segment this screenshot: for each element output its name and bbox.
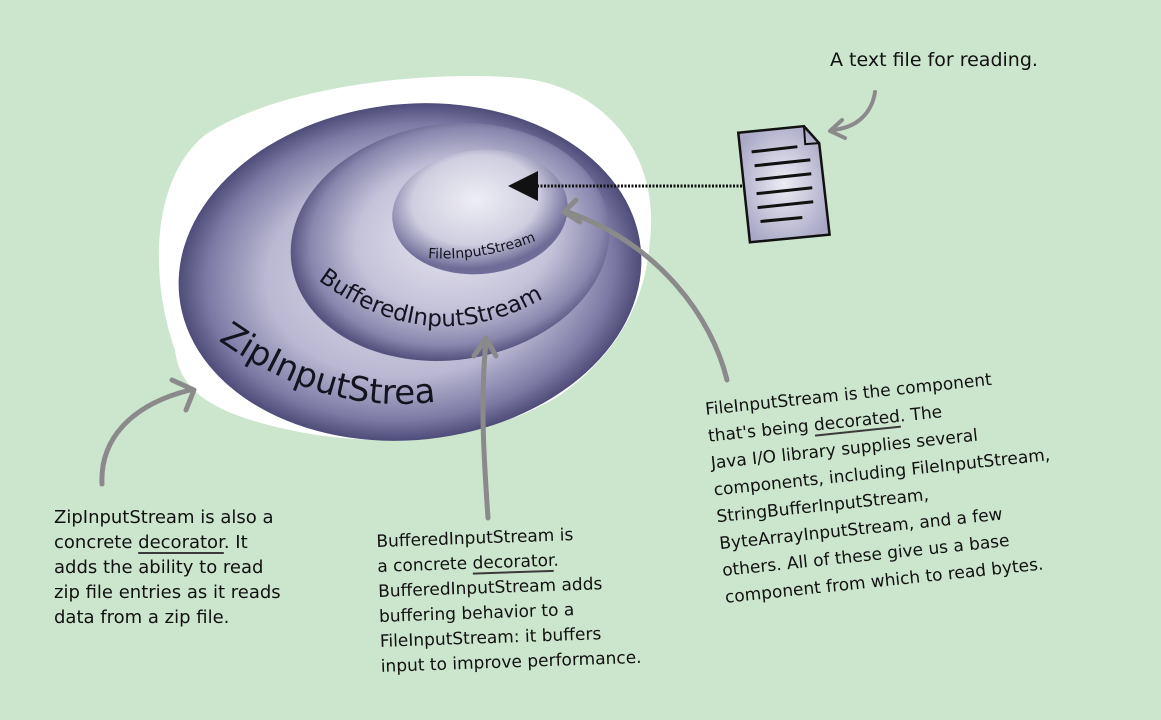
callout-text: concrete xyxy=(54,532,139,553)
callout-text: ZipInputStream is also a xyxy=(54,507,274,528)
callout-text: buffering behavior to a xyxy=(378,600,575,627)
callout-text: a concrete xyxy=(376,553,473,577)
buffered-callout-arrow xyxy=(480,339,491,521)
callout-text: BufferedInputStream is xyxy=(376,525,574,552)
callout-text: data from a zip file. xyxy=(54,607,230,628)
callout-text: . It xyxy=(223,532,248,553)
underlined-term: decorator xyxy=(472,550,554,574)
zip-callout-arrow xyxy=(99,387,193,487)
callout-text: . The xyxy=(898,402,944,427)
callout-text: . xyxy=(553,550,560,571)
callout-line: adds the ability to read xyxy=(54,555,281,580)
callout-text: zip file entries as it reads xyxy=(54,582,281,603)
callout-line: concrete decorator. It xyxy=(54,530,281,555)
underlined-term: decorator xyxy=(138,532,224,553)
file-callout-arrow xyxy=(565,209,730,383)
callout-line: ZipInputStream is also a xyxy=(54,505,281,530)
callout-line: data from a zip file. xyxy=(54,605,281,630)
text-file-callout: A text file for reading. xyxy=(830,49,1038,71)
text-file-callout-arrow xyxy=(830,90,877,132)
callout-line: zip file entries as it reads xyxy=(54,580,281,605)
text-file-icon xyxy=(736,124,831,244)
callout-text: adds the ability to read xyxy=(54,557,264,578)
